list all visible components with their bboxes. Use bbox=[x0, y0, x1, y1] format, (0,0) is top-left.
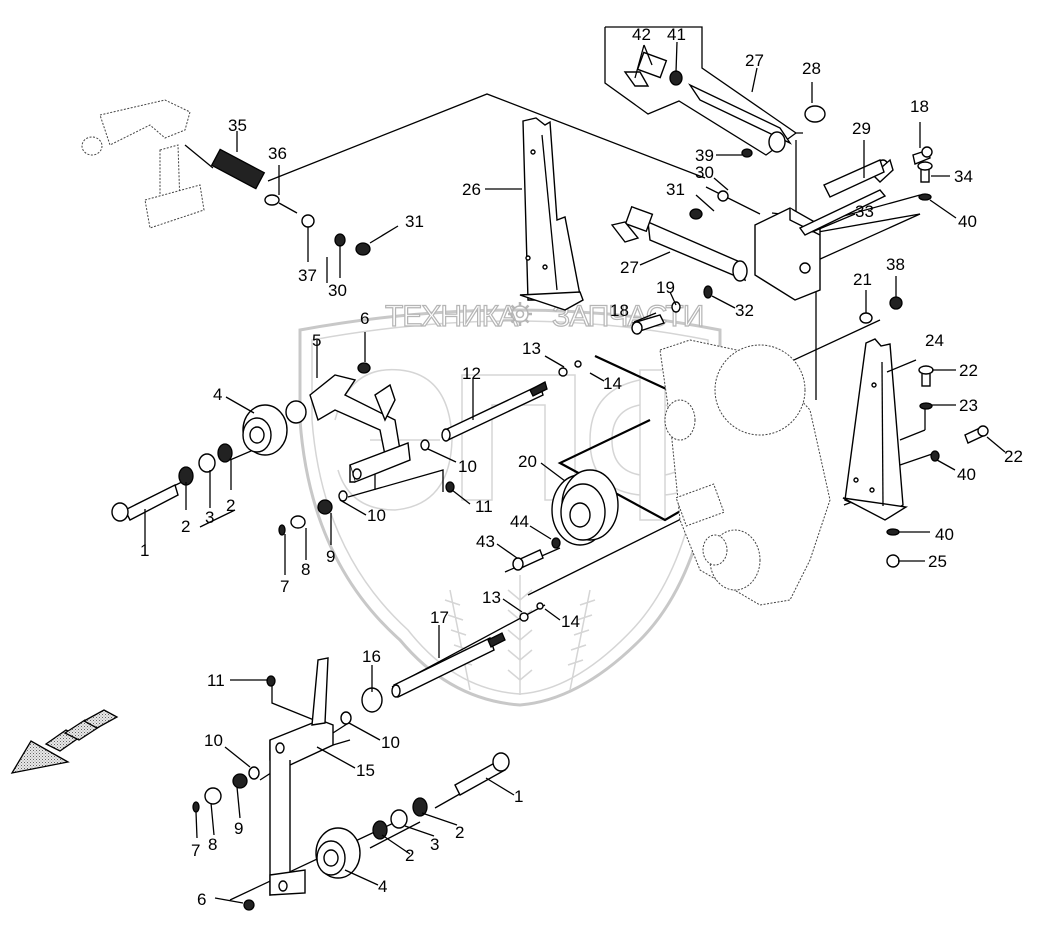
callout-41: 41 bbox=[667, 25, 686, 44]
callout-25: 25 bbox=[928, 552, 947, 571]
callout-2: 2 bbox=[226, 496, 235, 515]
callout-36: 36 bbox=[268, 144, 287, 163]
callout-40: 40 bbox=[957, 465, 976, 484]
callout-43: 43 bbox=[476, 532, 495, 551]
callout-8: 8 bbox=[208, 835, 217, 854]
part-fasteners-right bbox=[859, 146, 989, 568]
callout-42: 42 bbox=[632, 25, 651, 44]
callout-13: 13 bbox=[482, 588, 501, 607]
callout-37: 37 bbox=[298, 266, 317, 285]
parts bbox=[81, 51, 989, 911]
callout-33: 33 bbox=[855, 202, 874, 221]
callout-9: 9 bbox=[326, 547, 335, 566]
callout-18: 18 bbox=[610, 301, 629, 320]
callout-2: 2 bbox=[181, 517, 190, 536]
part-spring bbox=[184, 144, 371, 256]
callout-35: 35 bbox=[228, 116, 247, 135]
watermark: ТЕХНИКА ЗАПЧАСТИ bbox=[298, 299, 722, 707]
callout-2: 2 bbox=[455, 823, 464, 842]
callout-14: 14 bbox=[561, 612, 580, 631]
gear-icon bbox=[508, 302, 532, 326]
part-bracket-left bbox=[519, 117, 584, 311]
callout-26: 26 bbox=[462, 180, 481, 199]
callout-23: 23 bbox=[959, 396, 978, 415]
callout-13: 13 bbox=[522, 339, 541, 358]
part-bracket-right bbox=[842, 338, 909, 521]
callout-3: 3 bbox=[430, 835, 439, 854]
part-frame-ghost bbox=[81, 99, 205, 229]
part-shaft-upper bbox=[441, 360, 582, 442]
callout-40: 40 bbox=[935, 525, 954, 544]
part-upper-rod bbox=[623, 51, 826, 158]
callout-7: 7 bbox=[191, 841, 200, 860]
part-lower-rod bbox=[610, 158, 894, 335]
direction-arrow-icon bbox=[10, 709, 119, 774]
callout-38: 38 bbox=[886, 255, 905, 274]
callout-27: 27 bbox=[745, 51, 764, 70]
callout-17: 17 bbox=[430, 608, 449, 627]
callout-22: 22 bbox=[959, 361, 978, 380]
callout-6: 6 bbox=[360, 309, 369, 328]
callout-4: 4 bbox=[213, 385, 222, 404]
callout-21: 21 bbox=[853, 270, 872, 289]
callout-30: 30 bbox=[695, 163, 714, 182]
callout-10: 10 bbox=[204, 731, 223, 750]
callout-16: 16 bbox=[362, 647, 381, 666]
callout-1: 1 bbox=[140, 541, 149, 560]
part-gearbox-ghost bbox=[659, 339, 831, 606]
part-tension-arm-upper bbox=[285, 362, 411, 483]
callout-11: 11 bbox=[475, 497, 493, 516]
part-idler-pulley-lower bbox=[315, 752, 510, 879]
callout-28: 28 bbox=[802, 59, 821, 78]
callout-5: 5 bbox=[312, 331, 321, 350]
callout-10: 10 bbox=[367, 506, 386, 525]
callout-44: 44 bbox=[510, 512, 529, 531]
callout-30: 30 bbox=[328, 281, 347, 300]
callout-19: 19 bbox=[656, 278, 675, 297]
callout-1: 1 bbox=[514, 787, 523, 806]
watermark-shield-outline bbox=[298, 308, 722, 707]
watermark-wheat bbox=[444, 575, 596, 695]
callout-32: 32 bbox=[735, 301, 754, 320]
callout-29: 29 bbox=[852, 119, 871, 138]
callout-3: 3 bbox=[205, 508, 214, 527]
callout-2: 2 bbox=[405, 846, 414, 865]
callout-20: 20 bbox=[518, 452, 537, 471]
callout-11: 11 bbox=[207, 671, 225, 690]
callout-18: 18 bbox=[910, 97, 929, 116]
part-washers-upper bbox=[111, 439, 455, 536]
callout-24: 24 bbox=[925, 331, 944, 350]
callout-31: 31 bbox=[405, 212, 424, 231]
part-shaft-lower bbox=[340, 602, 544, 725]
callout-8: 8 bbox=[301, 560, 310, 579]
callout-39: 39 bbox=[695, 146, 714, 165]
callout-6: 6 bbox=[197, 890, 206, 909]
callout-4: 4 bbox=[378, 877, 387, 896]
callout-labels: 42 41 27 28 39 30 31 29 18 34 33 40 27 1… bbox=[140, 25, 1023, 909]
callout-15: 15 bbox=[356, 761, 375, 780]
callout-10: 10 bbox=[381, 733, 400, 752]
callout-12: 12 bbox=[462, 364, 481, 383]
callout-9: 9 bbox=[234, 819, 243, 838]
callout-22: 22 bbox=[1004, 447, 1023, 466]
callout-31: 31 bbox=[666, 180, 685, 199]
watermark-letter-p bbox=[461, 374, 576, 501]
callout-34: 34 bbox=[954, 167, 973, 186]
callout-10: 10 bbox=[458, 457, 477, 476]
callout-40: 40 bbox=[958, 212, 977, 231]
callout-14: 14 bbox=[603, 374, 622, 393]
watermark-text-left: ТЕХНИКА bbox=[385, 300, 518, 333]
part-idler-pulley-upper bbox=[242, 404, 288, 456]
part-drive-pulley bbox=[512, 469, 619, 571]
leader-lines bbox=[144, 41, 1006, 904]
part-tension-arm-lower bbox=[192, 657, 334, 911]
callout-27: 27 bbox=[620, 258, 639, 277]
callout-7: 7 bbox=[280, 577, 289, 596]
